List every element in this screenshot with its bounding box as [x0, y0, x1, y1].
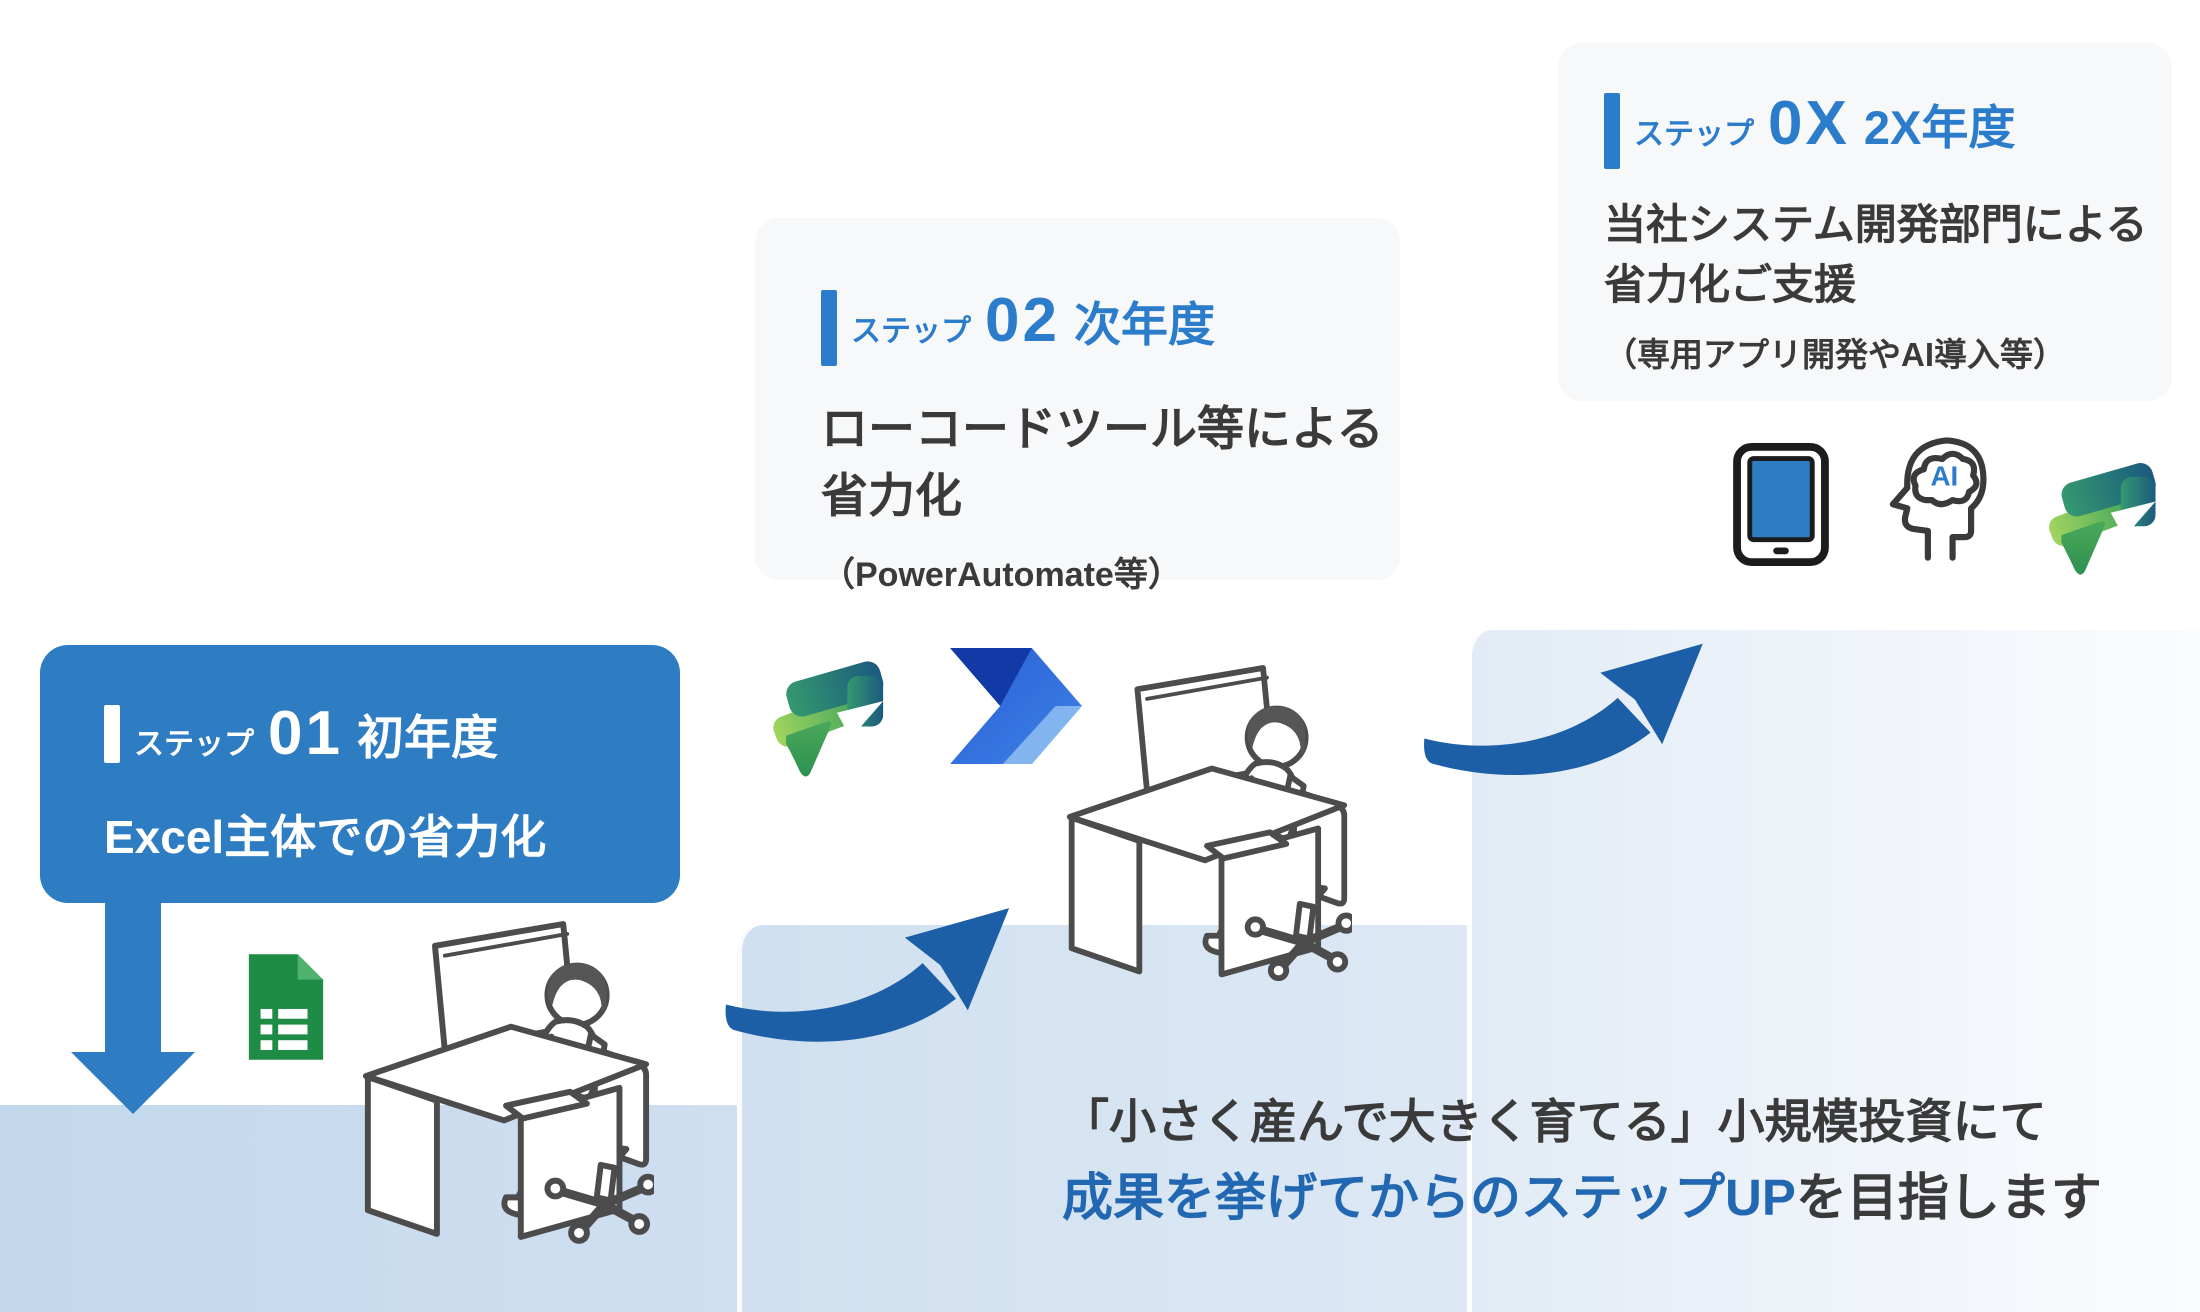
up-swoosh-arrow-1 — [722, 900, 1017, 1048]
down-arrow-head — [71, 1052, 195, 1114]
power-platform-icon — [772, 648, 888, 782]
step3-header: ステップ 0X 2X年度 — [1604, 93, 2172, 169]
header-accent-bar — [1604, 93, 1620, 169]
step1-box: ステップ 01 初年度 Excel主体での省力化 — [40, 645, 680, 903]
footer-message: 「小さく産んで大きく育てる」小規模投資にて 成果を挙げてからのステップUPを目指… — [1062, 1098, 2142, 1223]
step-year: 2X年度 — [1863, 101, 2016, 154]
step-year: 初年度 — [356, 711, 498, 764]
ai-head-icon: AI — [1889, 437, 1987, 561]
header-accent-bar — [821, 290, 837, 366]
step2-title-line1: ローコードツール等による — [821, 402, 1384, 455]
step3-title-line2: 省力化ご支援 — [1604, 260, 1857, 308]
step2-header: ステップ 02 次年度 — [821, 290, 1400, 366]
step-number: 0X — [1768, 89, 1850, 158]
down-arrow-stem — [105, 898, 161, 1054]
desk-worker-illustration-2 — [1062, 662, 1352, 1049]
tablet-icon — [1732, 442, 1830, 567]
ai-label: AI — [1930, 461, 1958, 492]
step1-header: ステップ 01 初年度 — [104, 703, 680, 765]
step3-title-line1: 当社システム開発部門による — [1604, 201, 2148, 248]
step-tag: ステップ — [134, 728, 254, 761]
power-platform-icon — [2048, 450, 2160, 580]
footer-line2: 成果を挙げてからのステップUPを目指します — [1062, 1172, 2142, 1223]
step3-card: ステップ 0X 2X年度 当社システム開発部門による 省力化ご支援 （専用アプリ… — [1558, 43, 2172, 401]
header-accent-bar — [104, 705, 120, 763]
stair-step-2 — [737, 925, 1472, 1312]
step2-subtitle: （PowerAutomate等） — [821, 556, 1182, 595]
footer-line2-rest: を目指します — [1795, 1169, 2102, 1226]
footer-line2-highlight: 成果を挙げてからのステップUP — [1062, 1169, 1796, 1226]
step-tag: ステップ — [851, 315, 971, 348]
step3-subtitle: （専用アプリ開発やAI導入等） — [1604, 336, 2066, 374]
step-year: 次年度 — [1073, 298, 1215, 351]
step1-title: Excel主体での省力化 — [104, 811, 547, 863]
step-tag: ステップ — [1634, 118, 1754, 151]
footer-line1: 「小さく産んで大きく育てる」小規模投資にて — [1062, 1095, 2047, 1148]
google-sheets-icon — [243, 950, 329, 1064]
up-swoosh-arrow-2 — [1418, 636, 1713, 781]
step3-title: 当社システム開発部門による 省力化ご支援 — [1604, 195, 2172, 314]
step2-title: ローコードツール等による 省力化 — [821, 396, 1400, 529]
step-number: 02 — [985, 286, 1060, 355]
step2-title-line2: 省力化 — [821, 468, 962, 522]
desk-worker-illustration-1 — [358, 918, 654, 1312]
step2-card: ステップ 02 次年度 ローコードツール等による 省力化 （PowerAutom… — [755, 218, 1400, 594]
step-number: 01 — [268, 699, 343, 768]
